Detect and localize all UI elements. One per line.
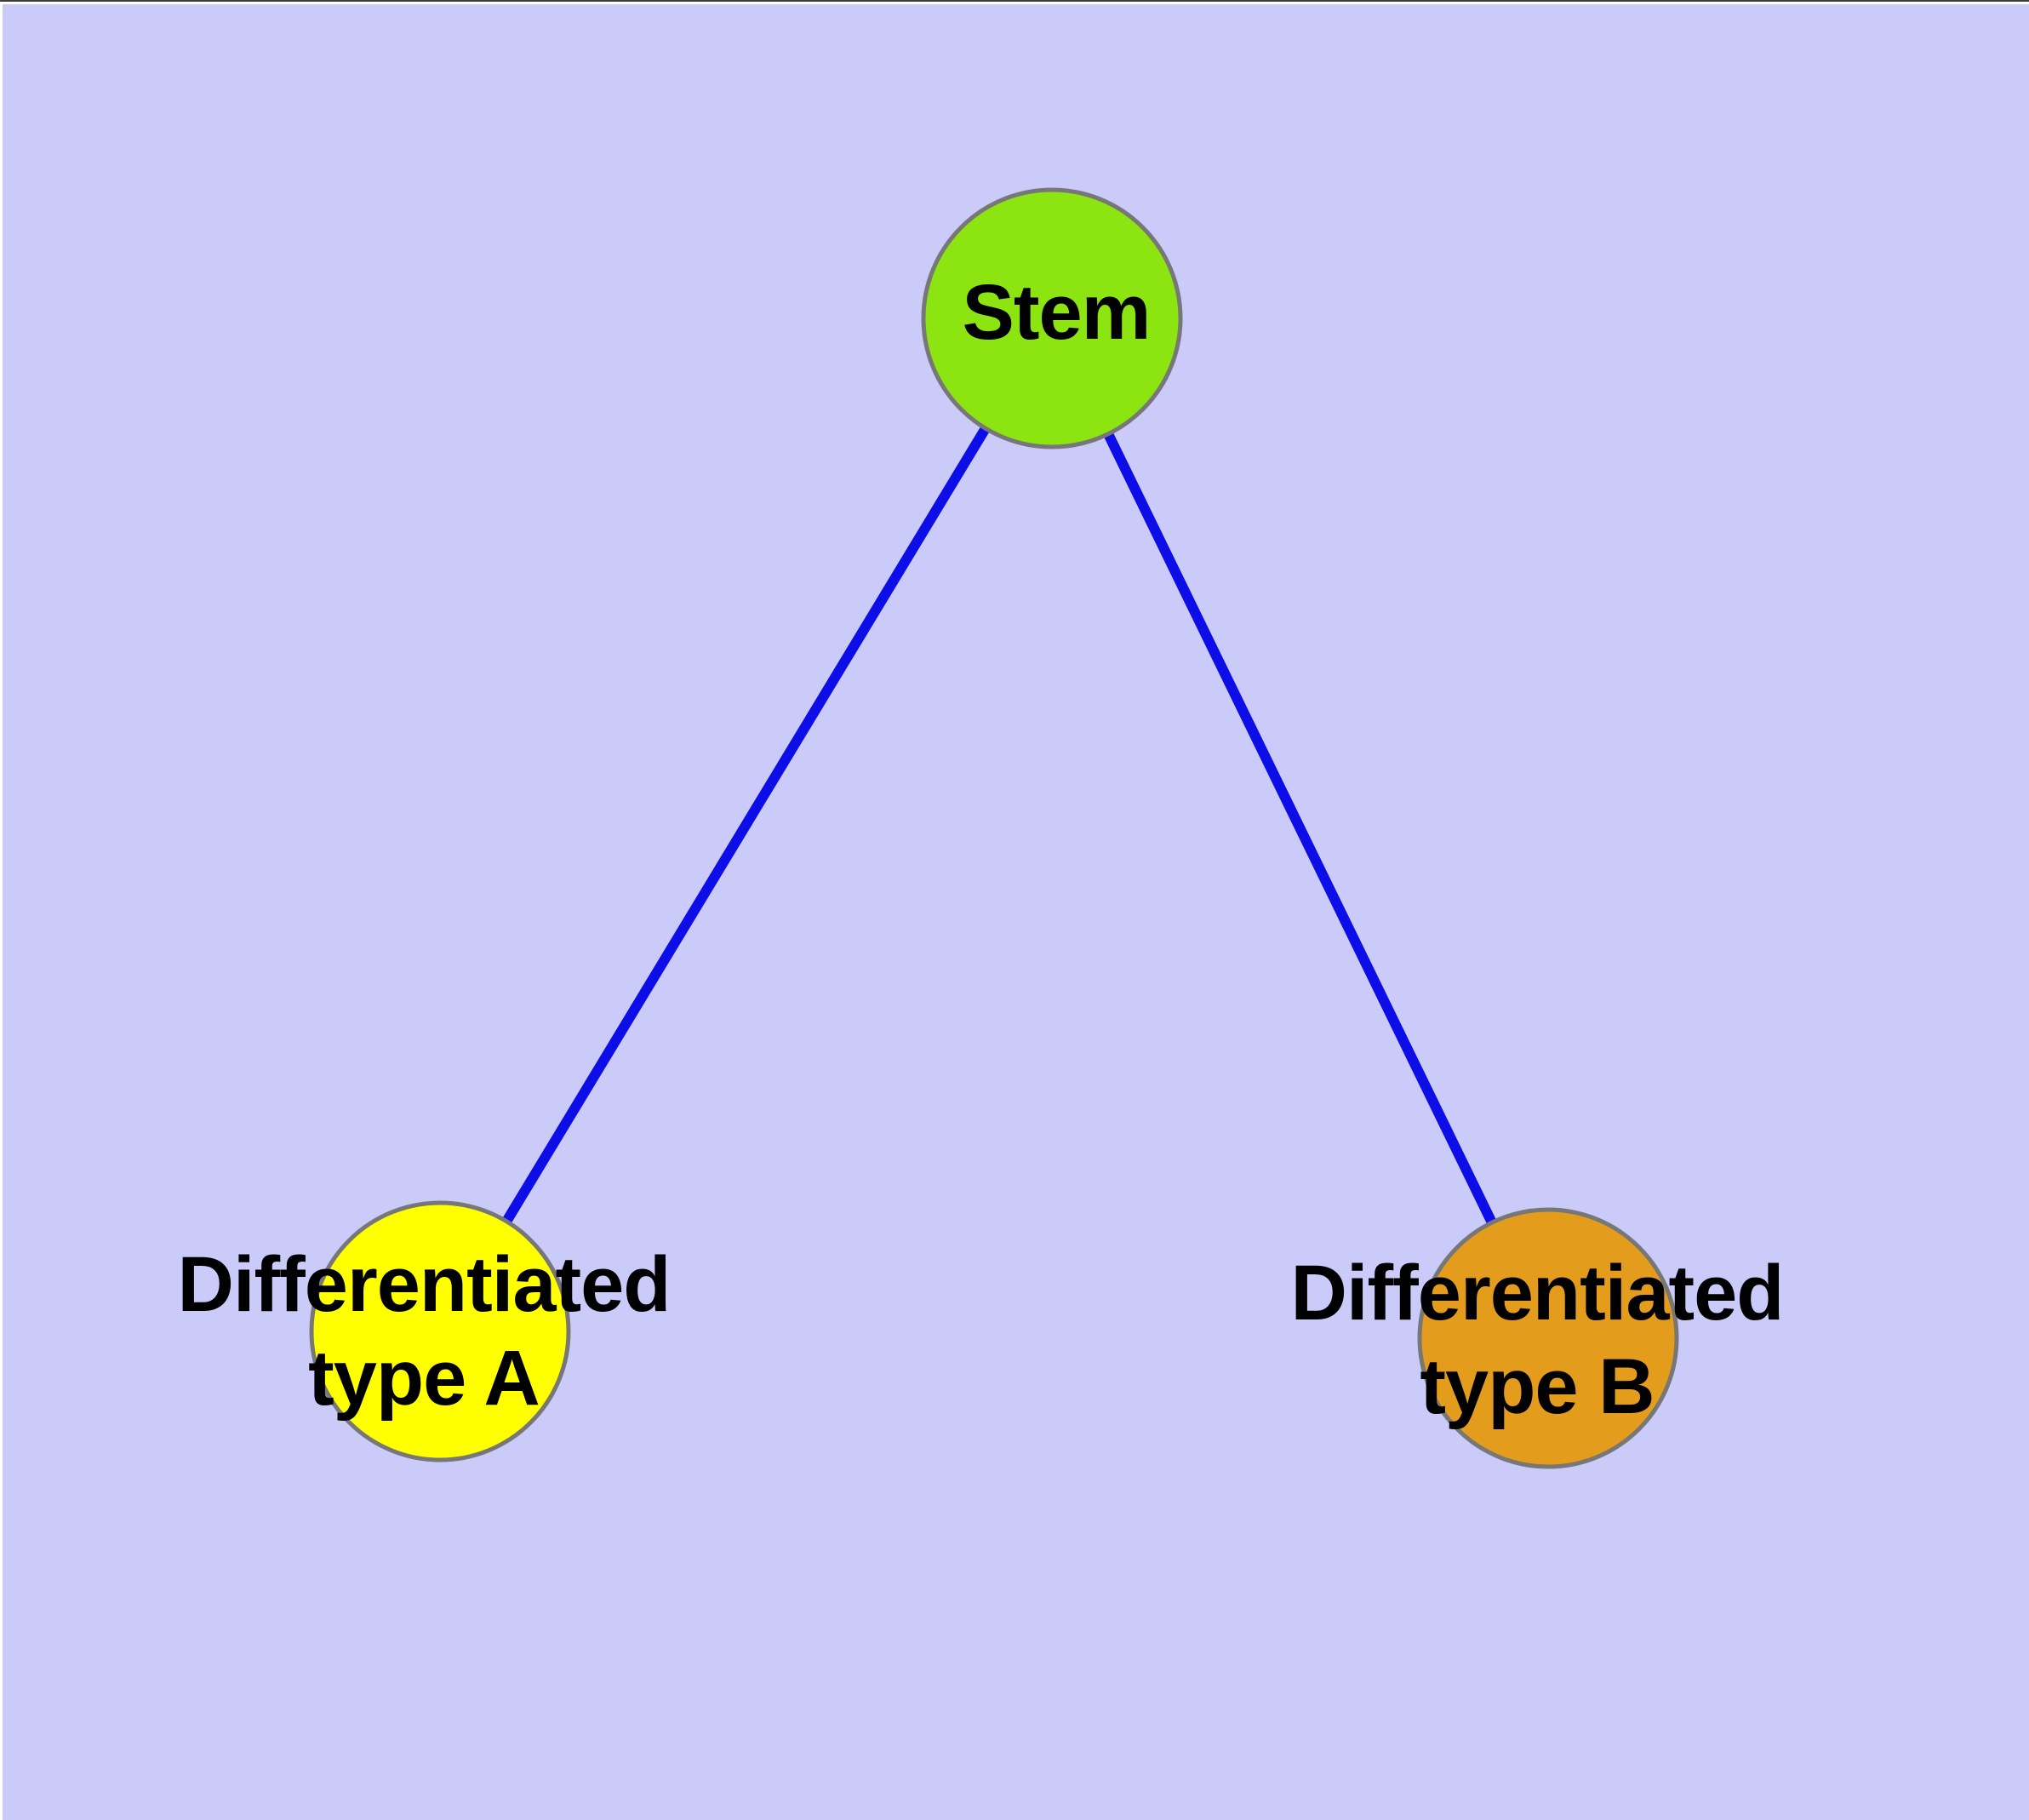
node-stem-label: Stem [962, 269, 1152, 356]
node-stem-border [921, 187, 1183, 449]
edge-stem-to-type-a [435, 315, 1057, 1335]
node-type-a-label-line-2: type A [308, 1335, 540, 1422]
window-top-edge-line [0, 0, 2029, 2]
node-differentiated-type-a-border [309, 1200, 571, 1462]
node-type-a-label: Differentiated type A [177, 1238, 672, 1425]
node-type-a-label-line-1: Differentiated [177, 1241, 672, 1328]
node-differentiated-type-a[interactable] [311, 1203, 569, 1460]
node-stem[interactable] [923, 190, 1180, 447]
node-type-b-label: Differentiated type B [1290, 1246, 1785, 1434]
edge-stem-to-type-b [1047, 316, 1553, 1341]
node-differentiated-type-b[interactable] [1420, 1210, 1677, 1467]
node-differentiated-type-b-border [1417, 1207, 1679, 1469]
node-type-b-label-line-1: Differentiated [1290, 1250, 1785, 1336]
node-type-b-label-line-2: type B [1420, 1343, 1655, 1430]
